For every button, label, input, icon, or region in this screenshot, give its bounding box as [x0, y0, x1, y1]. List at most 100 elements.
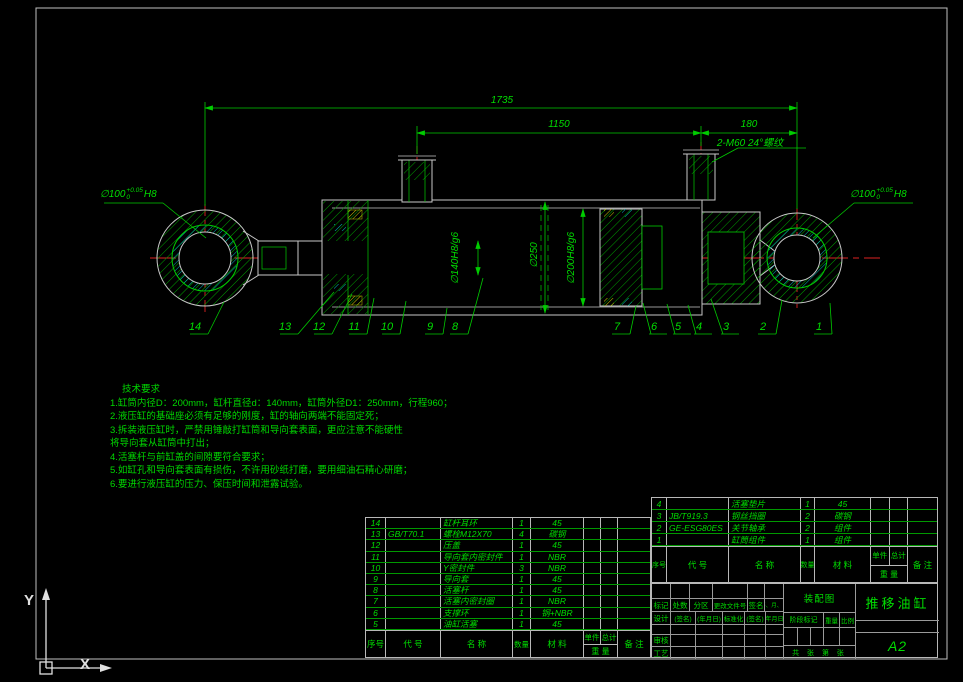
parts-list-cell: 螺栓M12X70 — [441, 529, 513, 540]
col-total-weight: 总计 — [601, 632, 617, 642]
tol-upper: +0.05 — [126, 187, 143, 194]
parts-list-cell: 1 — [801, 498, 815, 509]
parts-list-cell — [601, 585, 618, 596]
tech-requirement-line: 1.缸筒内径D：200mm，缸杆直径d：140mm，缸筒外径D1：250mm，行… — [110, 397, 453, 409]
parts-list-cell — [890, 534, 908, 545]
parts-list-cell: GE-ESG80ES — [667, 522, 729, 533]
balloon-number: 12 — [312, 321, 326, 333]
parts-list-cell — [584, 562, 601, 573]
ucs-icon — [39, 588, 112, 675]
signature-label: (签名) — [745, 612, 766, 625]
parts-list-cell — [601, 573, 618, 585]
col-qty: 数量 — [513, 630, 531, 658]
change-header: 分区 — [690, 599, 713, 612]
dim-1150: 1150 — [548, 119, 570, 130]
balloon-number: 5 — [674, 321, 682, 333]
ucs-y-label: Y — [24, 592, 35, 609]
col-weight-label: 重 量 — [879, 569, 899, 579]
parts-list-cell: JB/T919.3 — [667, 510, 729, 521]
tech-requirement-line: 6.要进行液压缸的压力、保压时间和泄露试验。 — [110, 478, 308, 490]
parts-list-cell — [871, 534, 890, 545]
change-header: 处数 — [671, 599, 690, 612]
stage-mark-cell — [811, 628, 824, 646]
parts-list-cell: 1 — [513, 573, 531, 585]
parts-list-cell: 导向套内密封件 — [441, 551, 513, 562]
parts-list-cell — [386, 618, 441, 629]
parts-list-cell — [618, 619, 650, 629]
tech-requirement-line: 将导向套从缸筒中打出； — [110, 438, 215, 449]
parts-list-cell — [584, 607, 601, 618]
guide-sleeve-gland — [323, 200, 369, 315]
rear-head — [701, 211, 777, 305]
sheet-frame — [35, 7, 948, 660]
stage-mark-cell — [798, 628, 811, 646]
parts-list-cell: 压盖 — [441, 540, 513, 551]
parts-list-cell: 活塞垫片 — [729, 498, 801, 509]
col-remark: 备 注 — [912, 560, 933, 570]
change-header: 年、月、日 — [765, 599, 784, 612]
col-unit-weight: 单件 — [871, 547, 890, 565]
balloon-number: 9 — [426, 321, 434, 333]
parts-list-cell — [618, 552, 650, 562]
date-label: (年月日) — [766, 612, 784, 625]
dim-rod-diameter: ∅140H8/g6 — [450, 231, 461, 285]
parts-list-cell: 3 — [652, 510, 667, 521]
ucs-x-label: X — [80, 656, 91, 673]
balloon-leaders — [190, 277, 833, 335]
tol-upper: +0.05 — [876, 187, 893, 194]
parts-list-cell: 1 — [513, 540, 531, 551]
stage-mark-cell — [784, 628, 798, 646]
parts-list-cell: 导向套 — [441, 573, 513, 585]
parts-list-cell — [667, 534, 729, 545]
change-cell — [690, 584, 713, 599]
parts-list-cell — [386, 573, 441, 585]
change-cell — [713, 584, 748, 599]
tech-requirements-lines: 1.缸筒内径D：200mm，缸杆直径d：140mm，缸筒外径D1：250mm，行… — [110, 397, 453, 492]
parts-list-cell: 1 — [513, 585, 531, 596]
blank-cell — [696, 647, 723, 659]
parts-list-cell — [871, 522, 890, 533]
balloon-number: 2 — [759, 321, 767, 333]
parts-list-cell: 活塞杆 — [441, 585, 513, 596]
col-weight: 单件总计 重 量 — [871, 547, 908, 583]
parts-list-cell — [890, 498, 908, 509]
parts-list-cell: GB/T70.1 — [386, 529, 441, 540]
parts-list-cell: 5 — [366, 618, 386, 629]
parts-list-cell — [386, 551, 441, 562]
parts-list-cell: 1 — [513, 518, 531, 529]
parts-list-cell: 3 — [513, 562, 531, 573]
parts-list-cell: 碳钢 — [815, 510, 871, 521]
parts-list-cell — [386, 596, 441, 607]
balloon-number: 10 — [380, 321, 394, 333]
signature-label: (签名) — [671, 612, 696, 625]
parts-list-cell — [618, 596, 650, 606]
parts-list-cell — [584, 596, 601, 607]
parts-list-cell — [890, 510, 908, 521]
parts-list-cell: 2 — [801, 510, 815, 521]
blank-cell — [766, 635, 784, 647]
blank-cell — [696, 625, 723, 635]
parts-list-cell: 油缸活塞 — [441, 618, 513, 629]
drawing-title: 推移油缸 — [856, 584, 939, 621]
parts-list-cell — [584, 618, 601, 629]
dim-bore-diameter: ∅200H8/g6 — [566, 231, 577, 285]
parts-list-cell: 11 — [366, 551, 386, 562]
parts-list-cell — [618, 518, 650, 528]
parts-list-cell — [908, 498, 937, 509]
balloon-number: 1 — [815, 321, 823, 333]
parts-list-cell — [386, 585, 441, 596]
oil-port-right — [683, 149, 719, 201]
parts-list-cell: 1 — [513, 551, 531, 562]
weight-value-cell — [824, 628, 840, 646]
change-header: 签名 — [748, 599, 765, 612]
parts-list-cell: NBR — [531, 562, 584, 573]
